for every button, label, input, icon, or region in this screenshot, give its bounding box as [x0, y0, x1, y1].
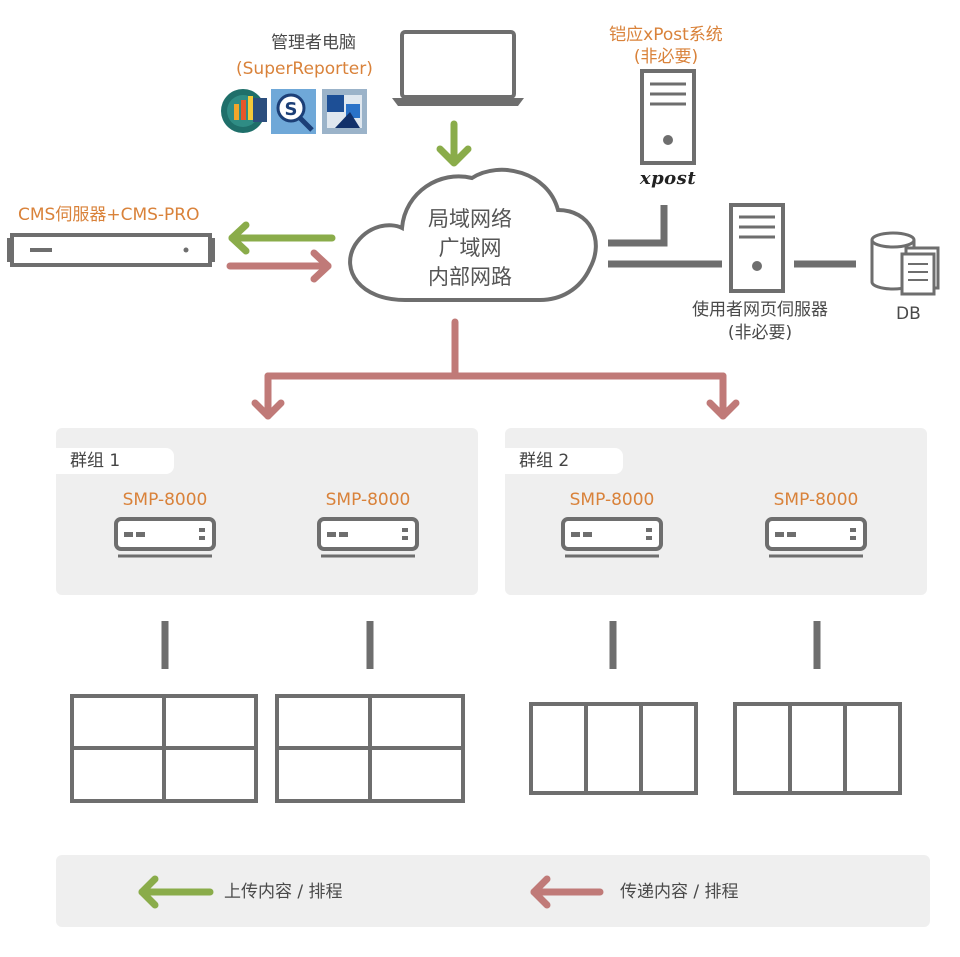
- network-connection-lines: [608, 205, 856, 268]
- blue-window-app-icon: [322, 89, 367, 134]
- web-server-title: 使用者网页伺服器: [692, 300, 828, 320]
- smp-player-label: SMP-8000: [569, 490, 655, 510]
- cms-server-label: CMS伺服器+CMS-PRO: [18, 205, 200, 225]
- network-cloud-icon: [348, 167, 598, 302]
- network-line-wan: 广域网: [438, 236, 502, 260]
- xpost-subtitle: (非必要): [633, 47, 699, 67]
- smp-player-label: SMP-8000: [773, 490, 859, 510]
- video-wall-1x3-icon: [733, 702, 902, 795]
- network-line-intranet: 内部网路: [428, 265, 512, 289]
- smp-player-icon: [114, 517, 216, 558]
- db-label: DB: [896, 304, 921, 324]
- web-server-subtitle: (非必要): [727, 323, 793, 343]
- legend-upload-label: 上传内容 / 排程: [224, 882, 343, 902]
- video-wall-2x2-icon: [275, 694, 465, 803]
- xpost-title: 铠应xPost系统: [609, 25, 723, 45]
- upload-arrow-down: [436, 120, 472, 167]
- legend-deliver-arrow-icon: [530, 875, 604, 909]
- search-s-app-icon: S: [271, 89, 316, 134]
- admin-pc-title: 管理者电脑: [271, 33, 356, 53]
- web-server-icon: [729, 203, 785, 293]
- laptop-icon: [392, 30, 524, 106]
- xpost-server-icon: [640, 69, 696, 165]
- smp-player-icon: [561, 517, 663, 558]
- xpost-logo: xpost: [639, 168, 697, 189]
- group-1-tab: 群组 1: [56, 448, 174, 474]
- database-icon: [870, 231, 940, 296]
- video-wall-1x3-icon: [529, 702, 698, 795]
- video-wall-2x2-icon: [70, 694, 258, 803]
- deliver-distribution-arrows: [251, 318, 740, 420]
- network-line-lan: 局域网络: [428, 207, 512, 231]
- smp-player-label: SMP-8000: [122, 490, 208, 510]
- group-2-tab: 群组 2: [505, 448, 623, 474]
- smp-player-icon: [765, 517, 867, 558]
- upload-arrow-left: [228, 221, 336, 255]
- legend-deliver-label: 传递内容 / 排程: [620, 882, 739, 902]
- admin-pc-subtitle: (SuperReporter): [236, 59, 373, 79]
- cms-server-icon: [7, 233, 215, 267]
- network-cloud-label: 局域网络 广域网 内部网路: [380, 205, 560, 292]
- legend-upload-arrow-icon: [138, 875, 214, 909]
- chart-app-icon: [221, 89, 267, 133]
- smp-player-icon: [317, 517, 419, 558]
- smp-player-label: SMP-8000: [325, 490, 411, 510]
- deliver-arrow-right: [226, 249, 332, 283]
- svg-text:S: S: [285, 99, 298, 120]
- display-connector-lines: [161, 621, 821, 669]
